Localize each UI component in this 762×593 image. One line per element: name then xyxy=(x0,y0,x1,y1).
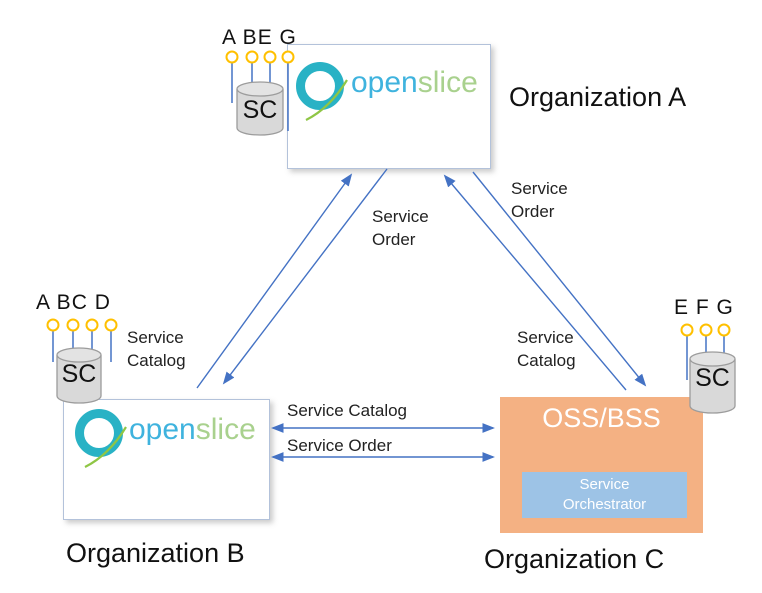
org-a-interface-letters: A BE G xyxy=(222,26,297,49)
org-a-title: Organization A xyxy=(509,82,687,112)
org-c-title: Organization C xyxy=(484,544,665,574)
lollipop-circle xyxy=(46,318,60,332)
org-c-interface-letters: E F G xyxy=(674,296,734,319)
arrow-b-to-a-service-order xyxy=(196,173,353,389)
org-b-sc-label: SC xyxy=(61,360,97,388)
lollipop-circle xyxy=(699,323,713,337)
service-catalog-label-bc: Service Catalog xyxy=(287,401,408,420)
org-a-openslice-box xyxy=(287,44,491,169)
lollipop-circle xyxy=(680,323,694,337)
logo-open-text: open xyxy=(129,413,196,446)
lollipop-circle xyxy=(66,318,80,332)
lollipop-circle xyxy=(245,50,259,64)
lollipop-circle xyxy=(85,318,99,332)
org-b-openslice-wordmark: openslice xyxy=(129,413,256,447)
lollipop-circle xyxy=(717,323,731,337)
logo-slice-text: slice xyxy=(417,66,478,99)
service-order-label-ac: Service Order xyxy=(511,179,568,221)
ossbss-label: OSS/BSS xyxy=(542,403,661,433)
org-c-sc-label: SC xyxy=(695,364,730,392)
lollipop-circle xyxy=(225,50,239,64)
service-catalog-label-ac: Service Catalog xyxy=(517,328,576,370)
service-orchestrator-label: Service Orchestrator xyxy=(562,475,647,513)
service-order-label-bc: Service Order xyxy=(287,436,392,455)
service-catalog-note-b: Service Catalog xyxy=(127,328,186,370)
lollipop-circle xyxy=(104,318,118,332)
org-a-sc-label: SC xyxy=(242,96,278,124)
org-b-interface-letters: A BC D xyxy=(36,291,111,314)
lollipop-circle xyxy=(263,50,277,64)
org-b-title: Organization B xyxy=(66,538,245,568)
logo-open-text: open xyxy=(351,66,418,99)
service-orchestrator-box: Service Orchestrator xyxy=(522,472,687,518)
org-a-openslice-wordmark: openslice xyxy=(351,66,478,100)
arrow-a-to-b-service-order xyxy=(222,168,388,385)
service-order-label-ab: Service Order xyxy=(372,207,429,249)
logo-slice-text: slice xyxy=(195,413,256,446)
